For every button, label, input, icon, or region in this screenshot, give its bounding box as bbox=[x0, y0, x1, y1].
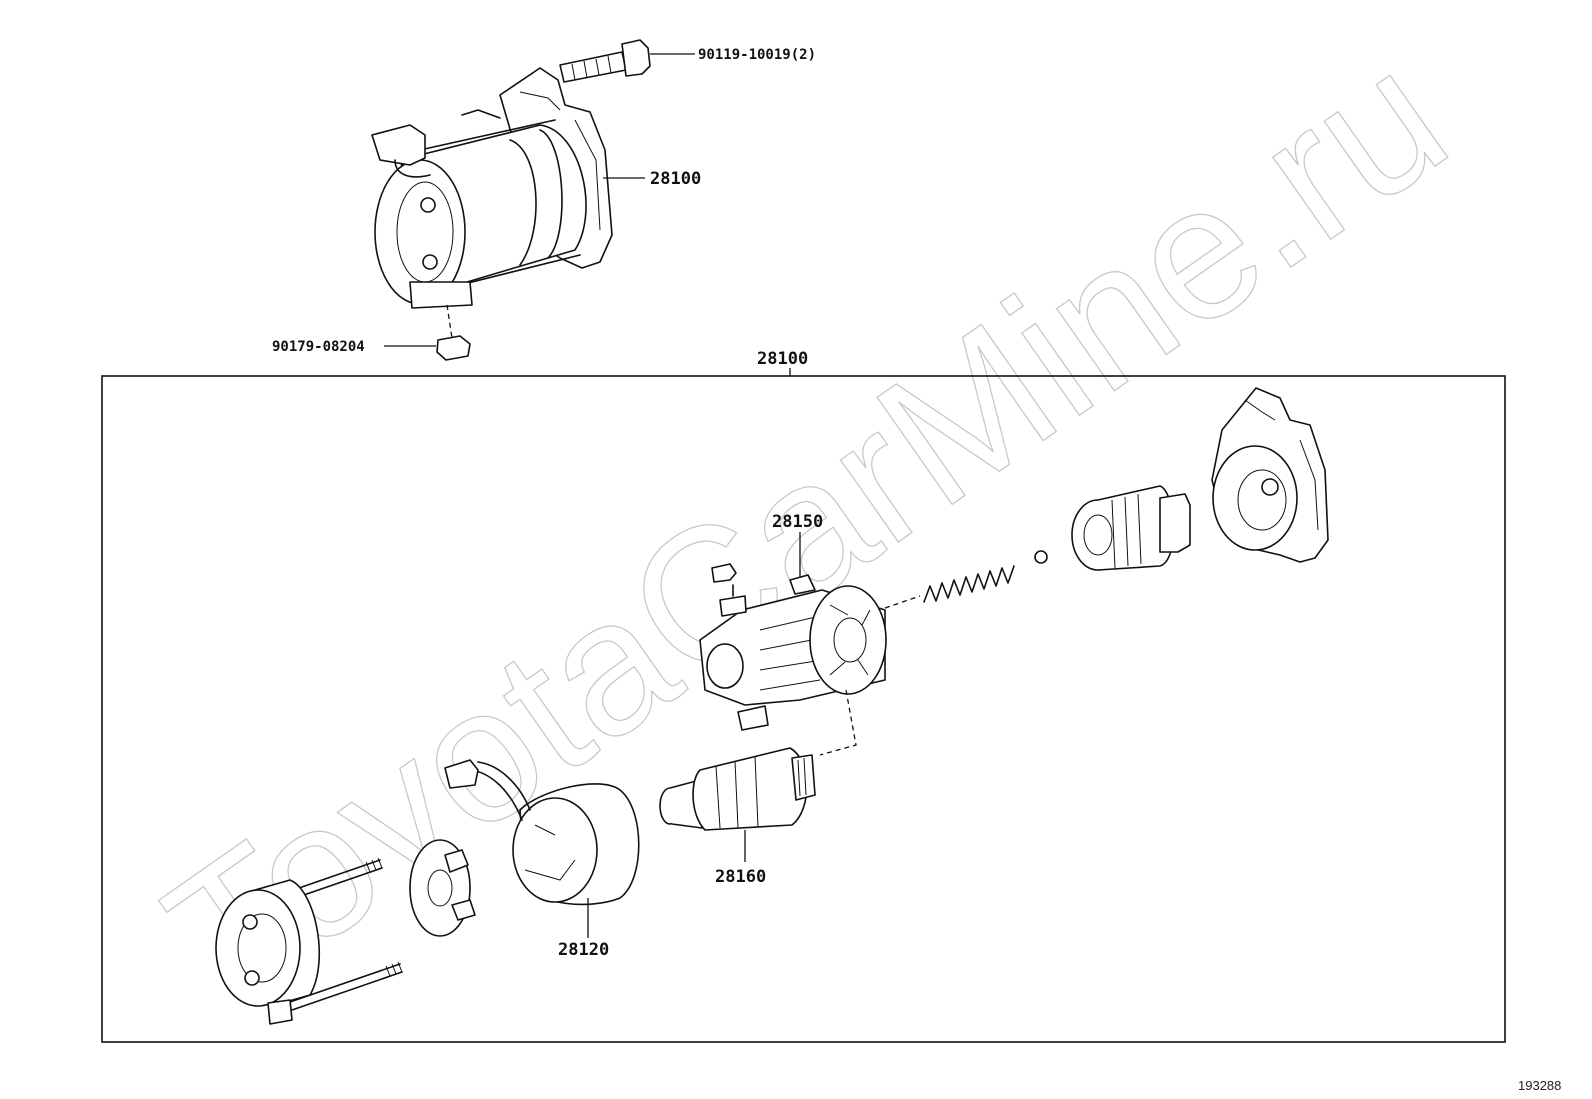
armature-illustration bbox=[659, 747, 816, 831]
steel-ball-illustration bbox=[1034, 550, 1048, 564]
end-frame-illustration bbox=[215, 857, 403, 1025]
yoke-illustration bbox=[444, 759, 640, 906]
starter-assembly-part-label: 28100 bbox=[650, 169, 701, 189]
magnetic-switch-part-label: 28150 bbox=[772, 512, 823, 532]
kit-box-part-label: 28100 bbox=[757, 349, 808, 369]
brush-holder-illustration bbox=[409, 839, 476, 937]
starter-assembly-illustration bbox=[371, 67, 613, 309]
nut-part-label: 90179-08204 bbox=[272, 339, 365, 355]
magnetic-switch-illustration bbox=[699, 563, 887, 731]
drive-housing-illustration bbox=[1211, 387, 1329, 563]
return-spring-illustration bbox=[923, 565, 1015, 603]
reference-number: 193288 bbox=[1518, 1078, 1561, 1093]
bolt-part-label: 90119-10019(2) bbox=[698, 47, 816, 63]
yoke-part-label: 28120 bbox=[558, 940, 609, 960]
kit-box-frame bbox=[101, 375, 1506, 1043]
armature-part-label: 28160 bbox=[715, 867, 766, 887]
nut-illustration bbox=[436, 335, 471, 361]
bolt-illustration bbox=[559, 39, 651, 83]
pinion-clutch-illustration bbox=[1071, 485, 1191, 571]
